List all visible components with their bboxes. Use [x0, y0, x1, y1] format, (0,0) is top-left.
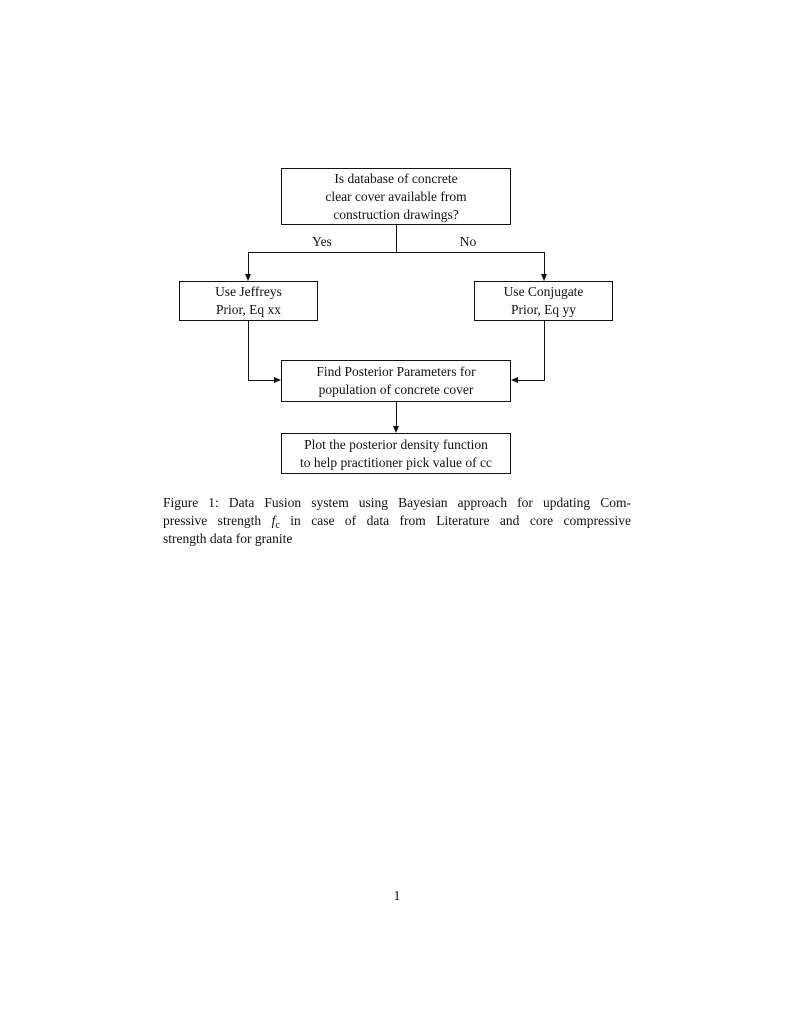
caption-line-2-pre: pressive strength: [163, 513, 272, 528]
conjugate-line-2: Prior, Eq yy: [510, 302, 577, 317]
question-line-3: construction drawings?: [333, 206, 459, 222]
caption-fc-subscript: c: [275, 520, 280, 531]
plot-line-2: to help practitioner pick value of cc: [300, 454, 492, 470]
jeffreys-arrowhead-icon: [274, 377, 281, 383]
caption-line-2: pressive strength fc in case of data fro…: [163, 512, 632, 531]
conjugate-arrowhead-icon: [511, 377, 518, 383]
figure-caption: Figure 1: Data Fusion system using Bayes…: [163, 494, 631, 548]
connector-conjugate-horizontal: [518, 380, 545, 381]
page-number: 1: [393, 888, 401, 903]
flowchart-node-question: Is database of concrete clear cover avai…: [281, 168, 511, 225]
yes-arrowhead-icon: [245, 274, 251, 281]
posterior-line-1: Find Posterior Parameters for: [316, 364, 476, 379]
caption-fc-symbol: f: [271, 513, 276, 528]
connector-yes-vertical: [248, 252, 249, 275]
connector-posterior-stem: [396, 402, 397, 427]
plot-line-1: Plot the posterior density function: [304, 436, 488, 452]
connector-jeffreys-vertical: [248, 321, 249, 381]
caption-line-3: strength data for granite: [163, 531, 293, 546]
connector-no-vertical: [544, 252, 545, 275]
flowchart-node-posterior-parameters: Find Posterior Parameters for population…: [281, 360, 511, 402]
caption-line-2-post: in case of data from Literature and core…: [279, 513, 632, 528]
jeffreys-line-1: Use Jeffreys: [215, 284, 282, 299]
edge-label-no: No: [459, 234, 477, 249]
no-arrowhead-icon: [541, 274, 547, 281]
connector-question-stem: [396, 225, 397, 253]
connector-jeffreys-horizontal: [248, 380, 274, 381]
posterior-line-2: population of concrete cover: [318, 382, 474, 397]
edge-label-yes: Yes: [312, 234, 332, 249]
caption-line-1: Figure 1: Data Fusion system using Bayes…: [163, 495, 631, 510]
flowchart-node-conjugate-prior: Use Conjugate Prior, Eq yy: [474, 281, 613, 321]
posterior-arrowhead-icon: [393, 426, 399, 433]
question-line-2: clear cover available from: [325, 188, 467, 204]
conjugate-line-1: Use Conjugate: [503, 284, 584, 299]
connector-split-horizontal: [248, 252, 545, 253]
jeffreys-line-2: Prior, Eq xx: [215, 302, 282, 317]
flowchart-node-jeffreys-prior: Use Jeffreys Prior, Eq xx: [179, 281, 318, 321]
question-line-1: Is database of concrete: [334, 170, 458, 186]
flowchart-node-plot-density: Plot the posterior density function to h…: [281, 433, 511, 474]
connector-conjugate-vertical: [544, 321, 545, 381]
